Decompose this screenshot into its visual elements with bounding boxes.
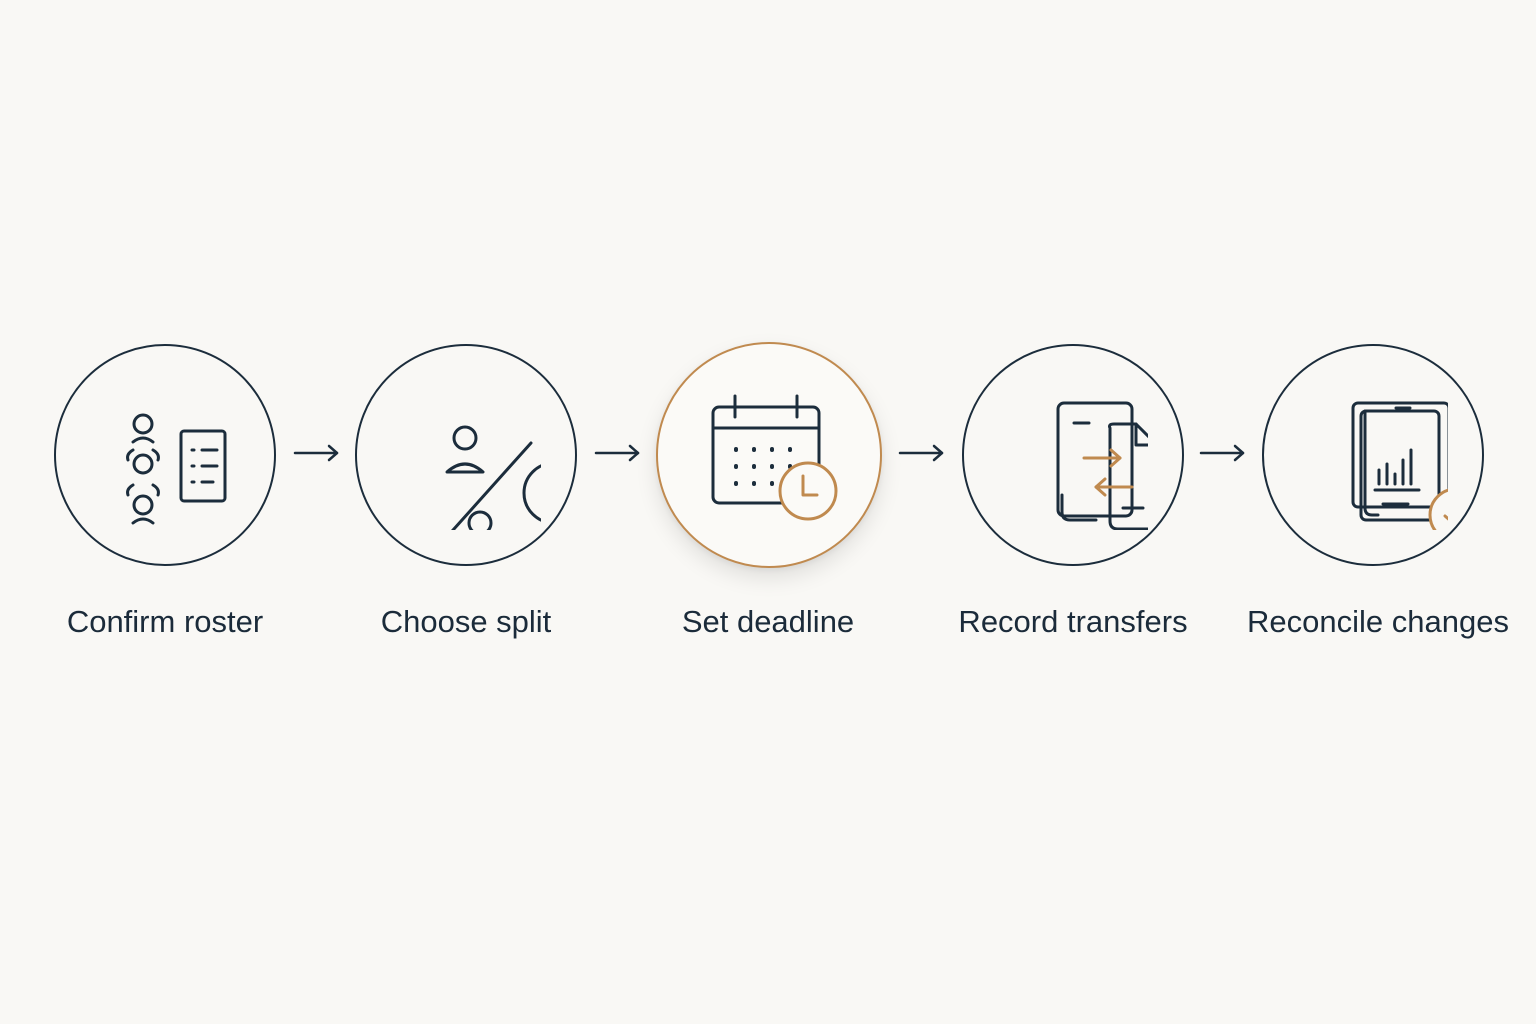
reconcile-report-icon (1351, 401, 1448, 530)
transfer-documents-icon (1056, 401, 1148, 530)
step-reconcile-changes[interactable] (1258, 340, 1488, 570)
step-circle (962, 344, 1184, 566)
roster-list-icon (126, 413, 227, 525)
step-label-reconcile-changes: Reconcile changes (1247, 604, 1509, 639)
arrow-right-icon (898, 444, 944, 462)
step-confirm-roster[interactable] (50, 340, 280, 570)
step-label-confirm-roster: Confirm roster (66, 604, 264, 639)
step-circle (54, 344, 276, 566)
step-label-choose-split: Choose split (380, 604, 552, 639)
step-label-record-transfers: Record transfers (958, 604, 1188, 639)
step-choose-split[interactable] (351, 340, 581, 570)
calendar-clock-icon (711, 394, 838, 521)
step-record-transfers[interactable] (958, 340, 1188, 570)
arrow-right-icon (594, 444, 640, 462)
step-set-deadline[interactable] (654, 340, 884, 570)
step-circle (355, 344, 577, 566)
arrow-right-icon (293, 444, 339, 462)
step-circle (1262, 344, 1484, 566)
arrow-right-icon (1199, 444, 1245, 462)
step-label-set-deadline: Set deadline (681, 604, 855, 639)
step-circle-active (656, 342, 882, 568)
split-pie-icon (445, 425, 541, 530)
